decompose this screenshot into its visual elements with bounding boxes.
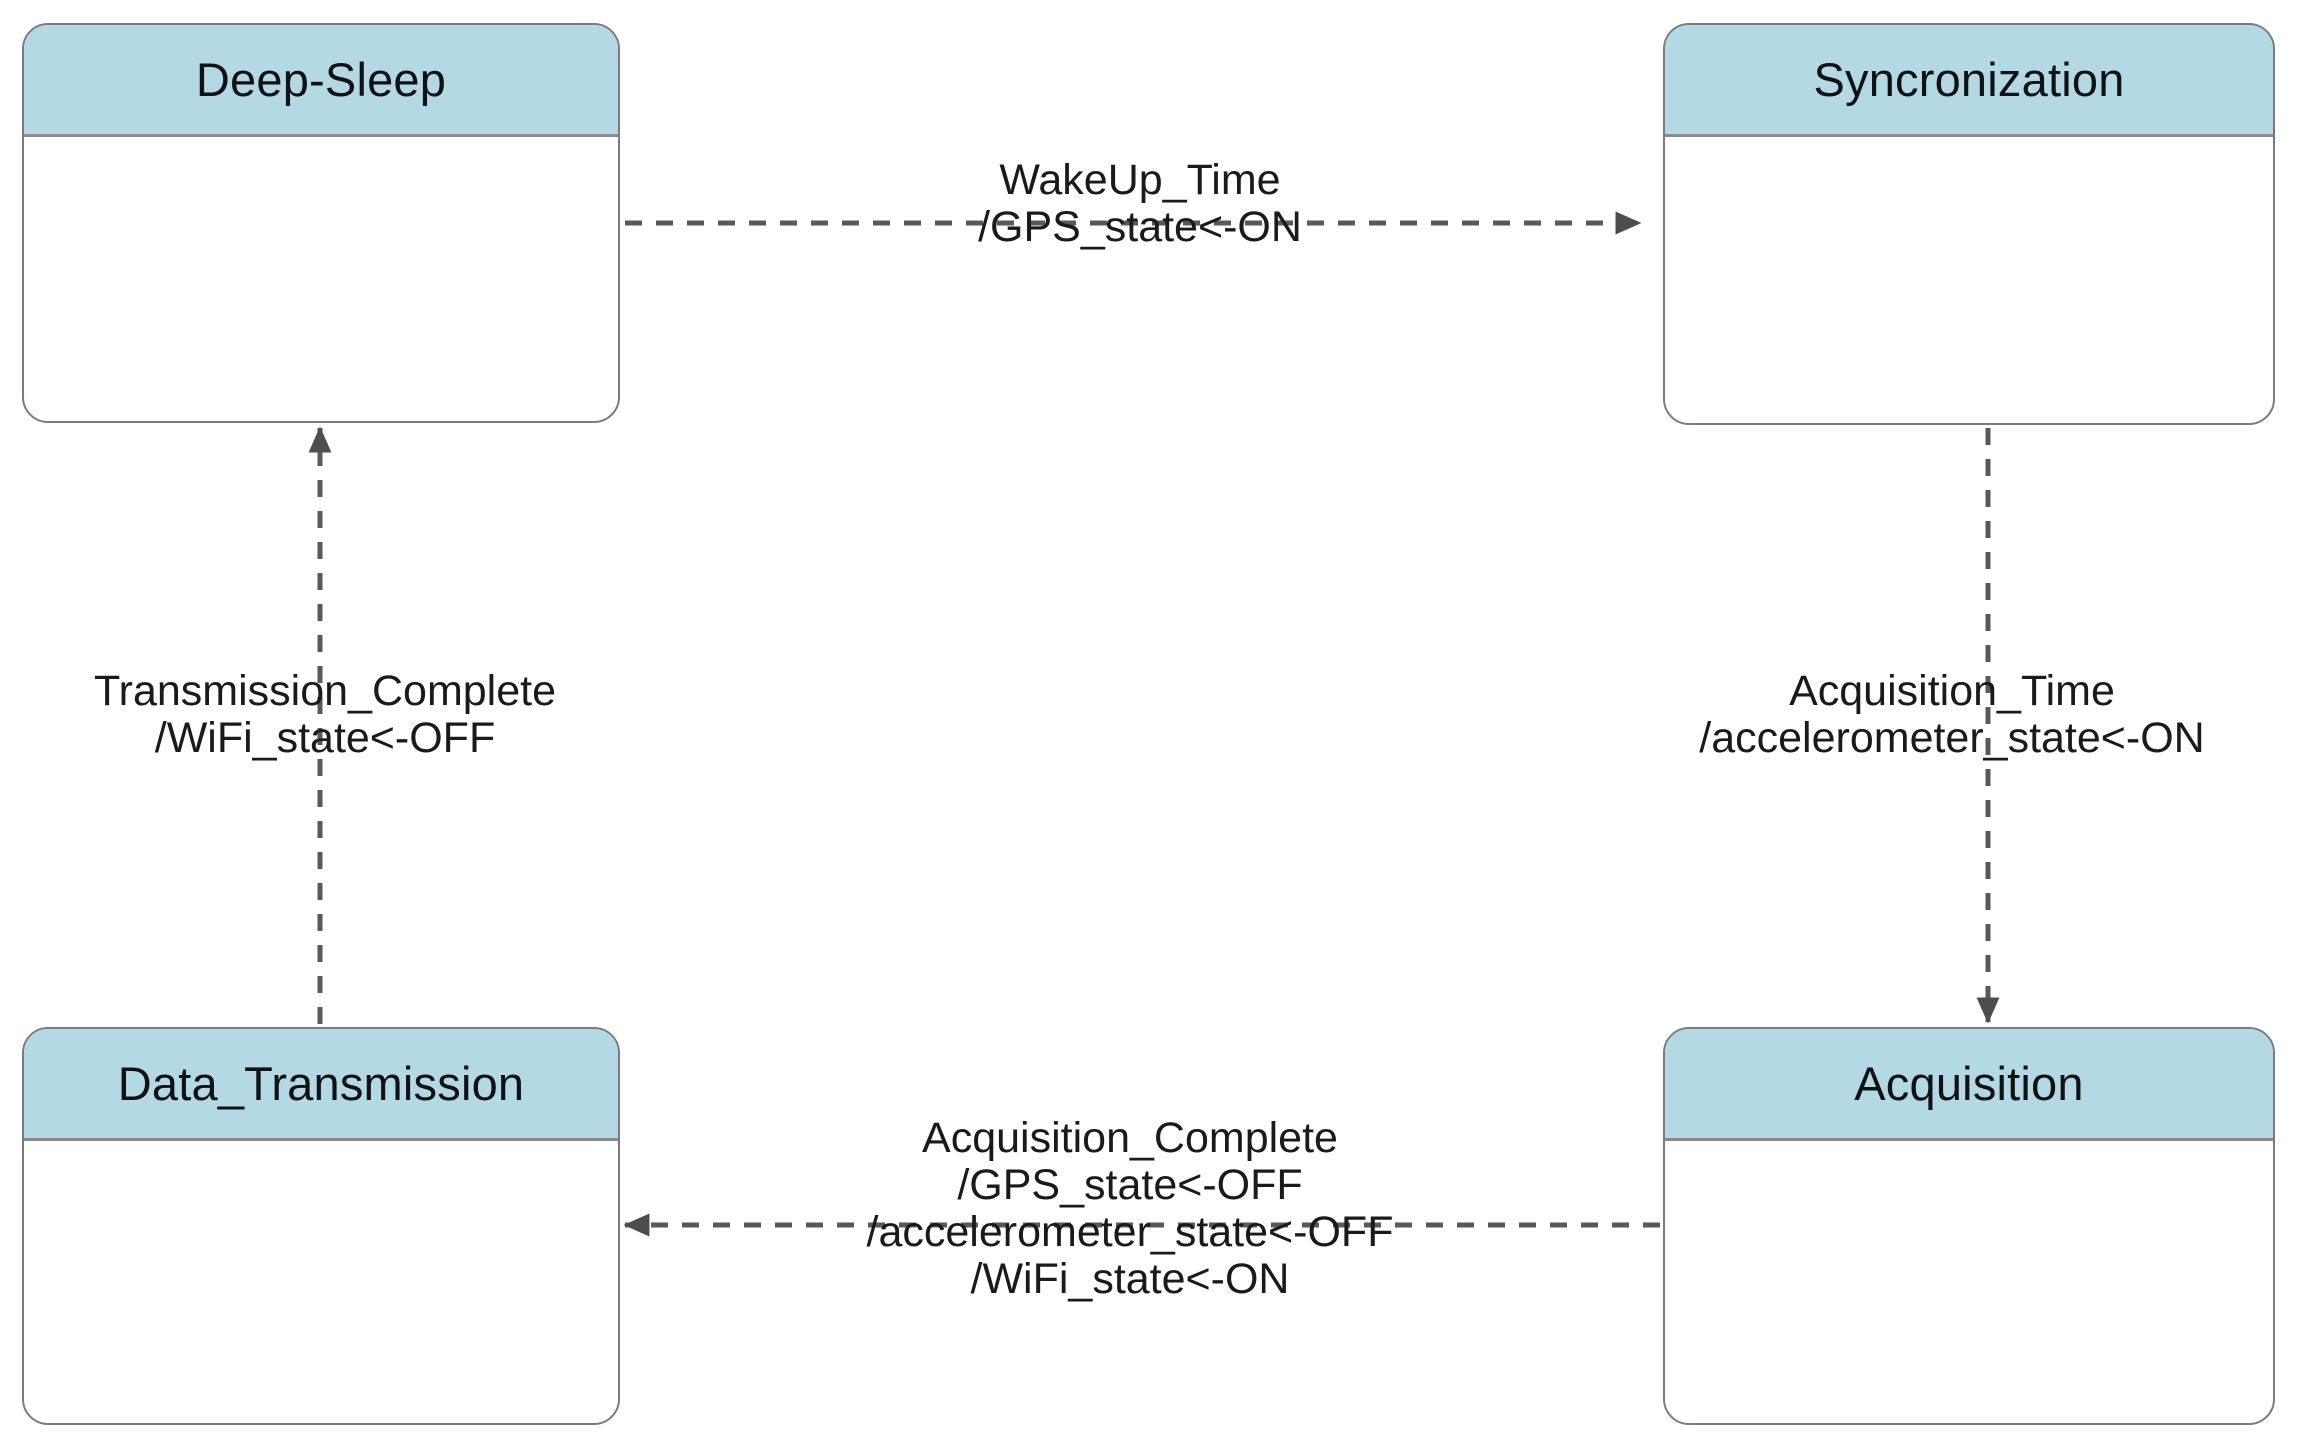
transition-label-line: /WiFi_state<-OFF (154, 714, 496, 762)
state-node-syncronization[interactable]: Syncronization (1663, 23, 2275, 425)
transition-label-line: /accelerometer_state<-ON (1699, 714, 2205, 762)
transition-label-line: /accelerometer_state<-OFF (866, 1208, 1394, 1256)
state-node-acquisition[interactable]: Acquisition (1663, 1027, 2275, 1425)
state-header-syncronization: Syncronization (1665, 25, 2273, 137)
transition-label-transmission-complete: Transmission_Complete /WiFi_state<-OFF (0, 668, 650, 762)
state-title-acquisition: Acquisition (1854, 1057, 2084, 1110)
transition-label-line: /GPS_state<-OFF (957, 1161, 1303, 1209)
transition-label-acquisition-complete: Acquisition_Complete /GPS_state<-OFF /ac… (820, 1115, 1440, 1303)
state-header-deep-sleep: Deep-Sleep (24, 25, 618, 137)
transition-label-wakeup: WakeUp_Time /GPS_state<-ON (930, 157, 1350, 251)
transition-label-line: WakeUp_Time (999, 156, 1281, 204)
transition-label-line: Acquisition_Complete (922, 1114, 1338, 1162)
transition-label-acquisition-time: Acquisition_Time /accelerometer_state<-O… (1600, 668, 2304, 762)
state-title-data-transmission: Data_Transmission (117, 1057, 525, 1110)
transition-label-line: /WiFi_state<-ON (970, 1255, 1290, 1303)
transition-label-line: /GPS_state<-ON (978, 203, 1302, 251)
state-title-deep-sleep: Deep-Sleep (195, 53, 447, 106)
state-title-syncronization: Syncronization (1813, 53, 2125, 106)
state-node-data-transmission[interactable]: Data_Transmission (22, 1027, 620, 1425)
state-header-acquisition: Acquisition (1665, 1029, 2273, 1141)
transition-label-line: Acquisition_Time (1789, 667, 2115, 715)
state-header-data-transmission: Data_Transmission (24, 1029, 618, 1141)
transition-label-line: Transmission_Complete (93, 667, 557, 715)
state-node-deep-sleep[interactable]: Deep-Sleep (22, 23, 620, 423)
